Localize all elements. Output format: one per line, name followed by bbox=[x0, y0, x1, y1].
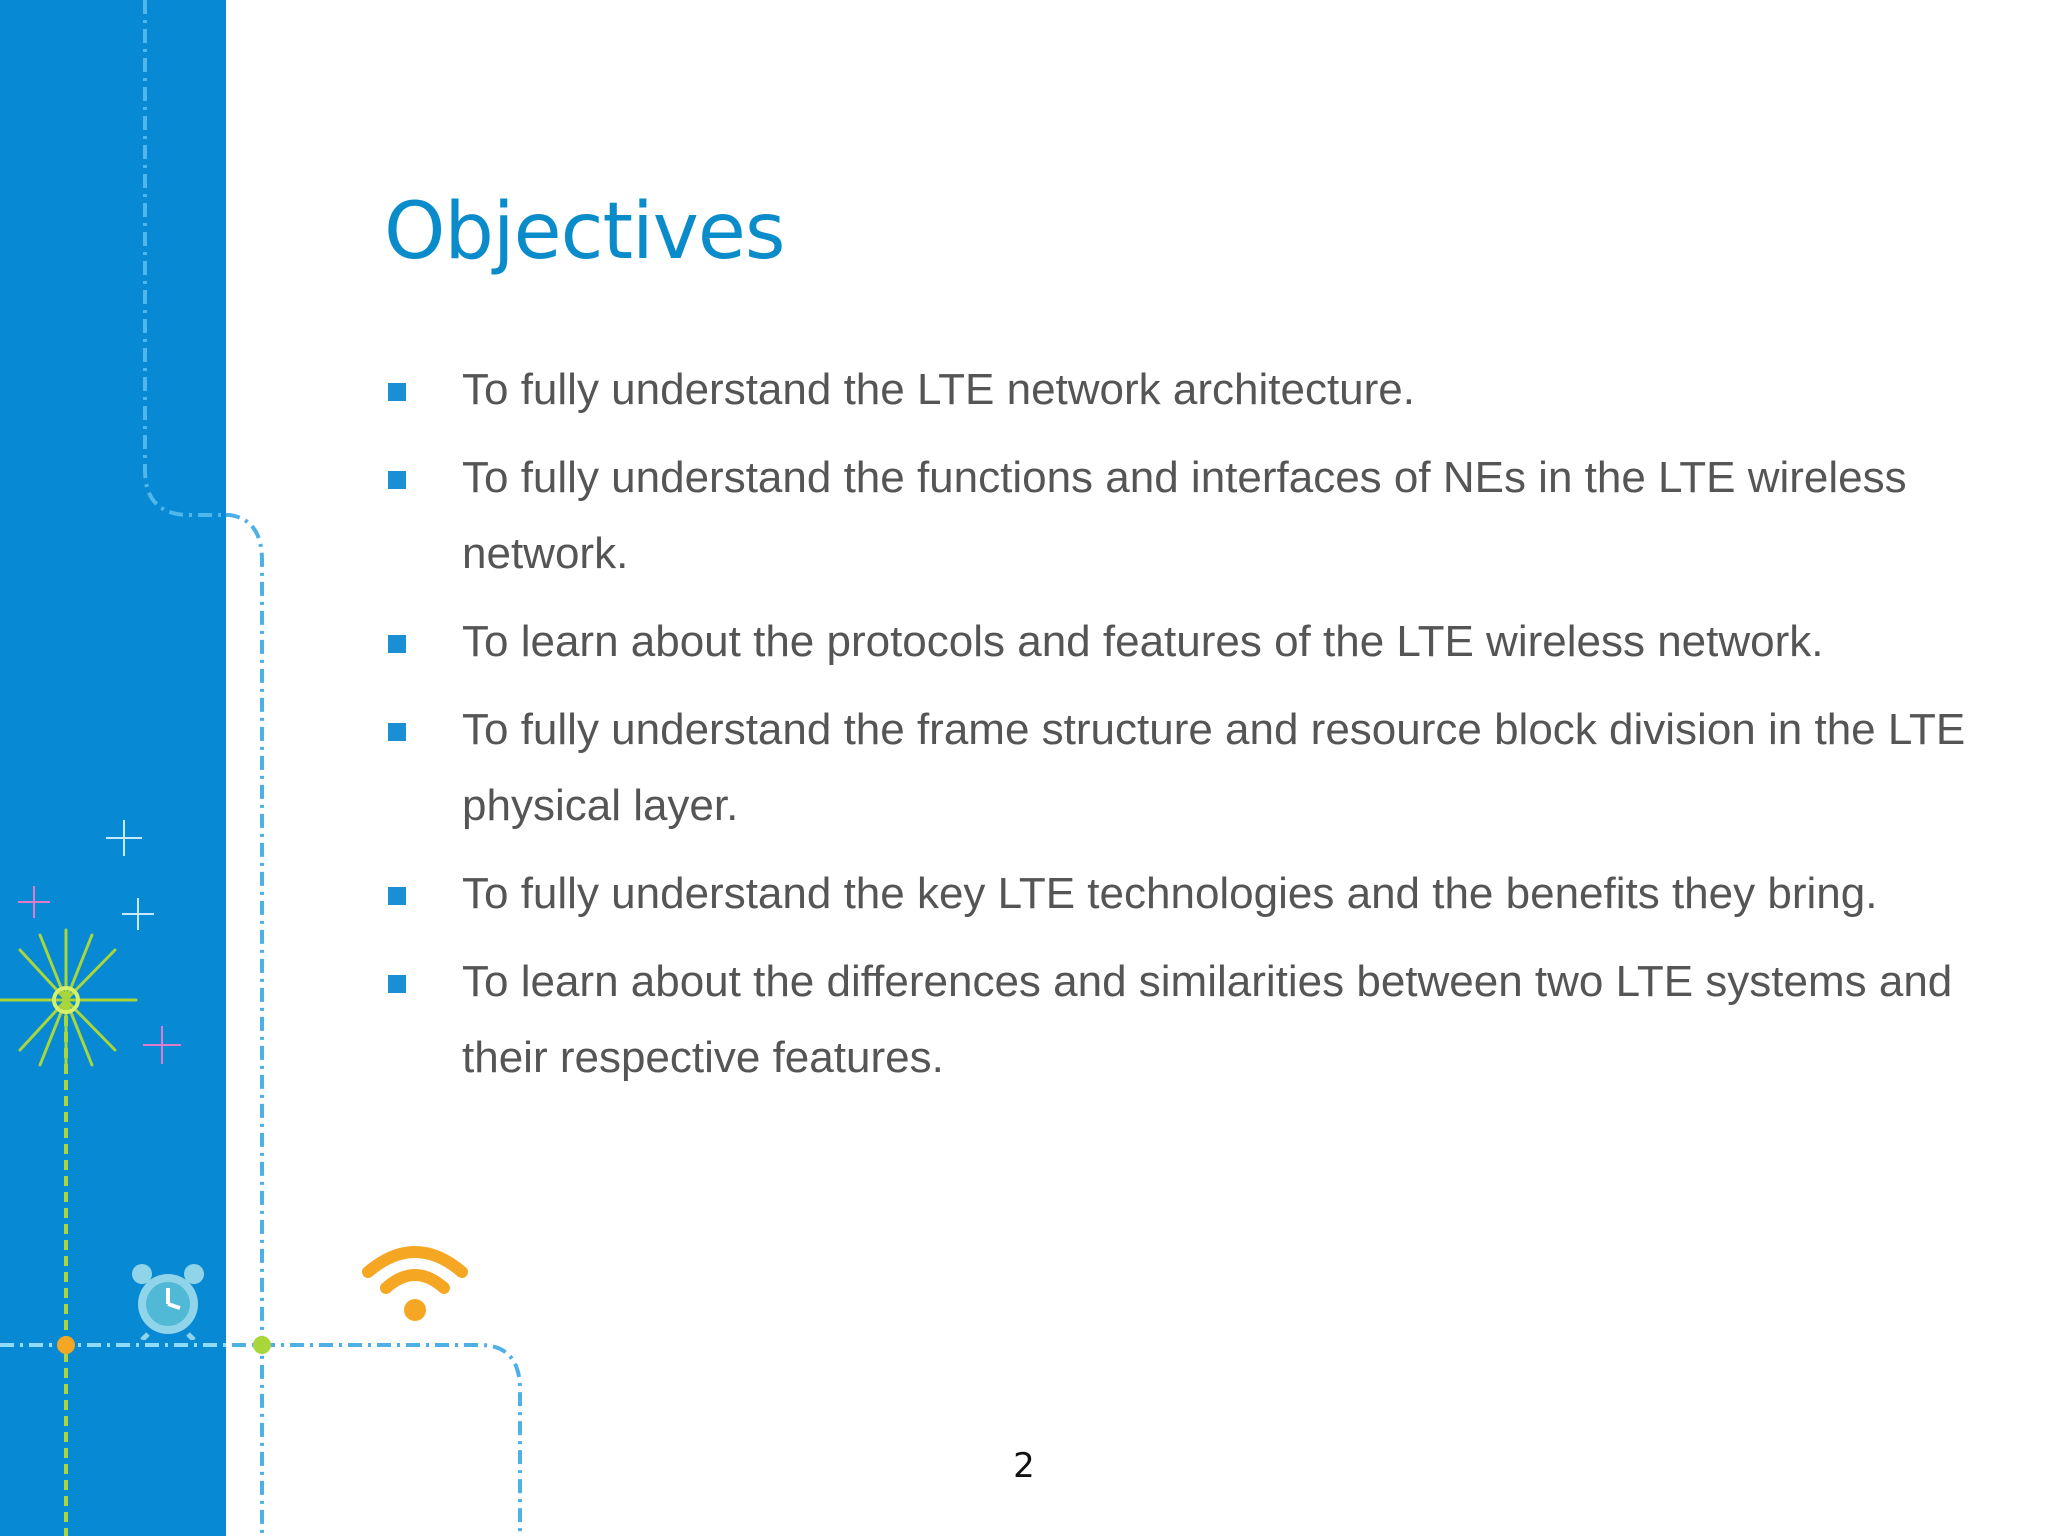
objective-text: To fully understand the functions and in… bbox=[462, 453, 1907, 578]
objective-text: To fully understand the LTE network arch… bbox=[462, 365, 1416, 414]
objectives-list: To fully understand the LTE network arch… bbox=[384, 352, 1984, 1108]
objective-item: To learn about the protocols and feature… bbox=[384, 604, 1984, 680]
objective-item: To fully understand the LTE network arch… bbox=[384, 352, 1984, 428]
objective-text: To learn about the protocols and feature… bbox=[462, 617, 1824, 666]
bullet-square-icon bbox=[388, 887, 406, 905]
alarm-clock-icon bbox=[132, 1264, 204, 1340]
bullet-square-icon bbox=[388, 635, 406, 653]
slide-title: Objectives bbox=[384, 187, 785, 277]
sparkle-icon bbox=[0, 820, 181, 1072]
objective-item: To fully understand the functions and in… bbox=[384, 440, 1984, 592]
bullet-square-icon bbox=[388, 471, 406, 489]
objective-text: To learn about the differences and simil… bbox=[462, 957, 1953, 1082]
objective-item: To fully understand the key LTE technolo… bbox=[384, 856, 1984, 932]
wifi-icon bbox=[362, 1246, 468, 1321]
bullet-square-icon bbox=[388, 975, 406, 993]
objective-item: To learn about the differences and simil… bbox=[384, 944, 1984, 1096]
bullet-square-icon bbox=[388, 383, 406, 401]
objective-text: To fully understand the key LTE technolo… bbox=[462, 869, 1878, 918]
bullet-square-icon bbox=[388, 723, 406, 741]
objective-item: To fully understand the frame structure … bbox=[384, 692, 1984, 844]
page-number: 2 bbox=[1013, 1446, 1035, 1486]
objective-text: To fully understand the frame structure … bbox=[462, 705, 1966, 830]
